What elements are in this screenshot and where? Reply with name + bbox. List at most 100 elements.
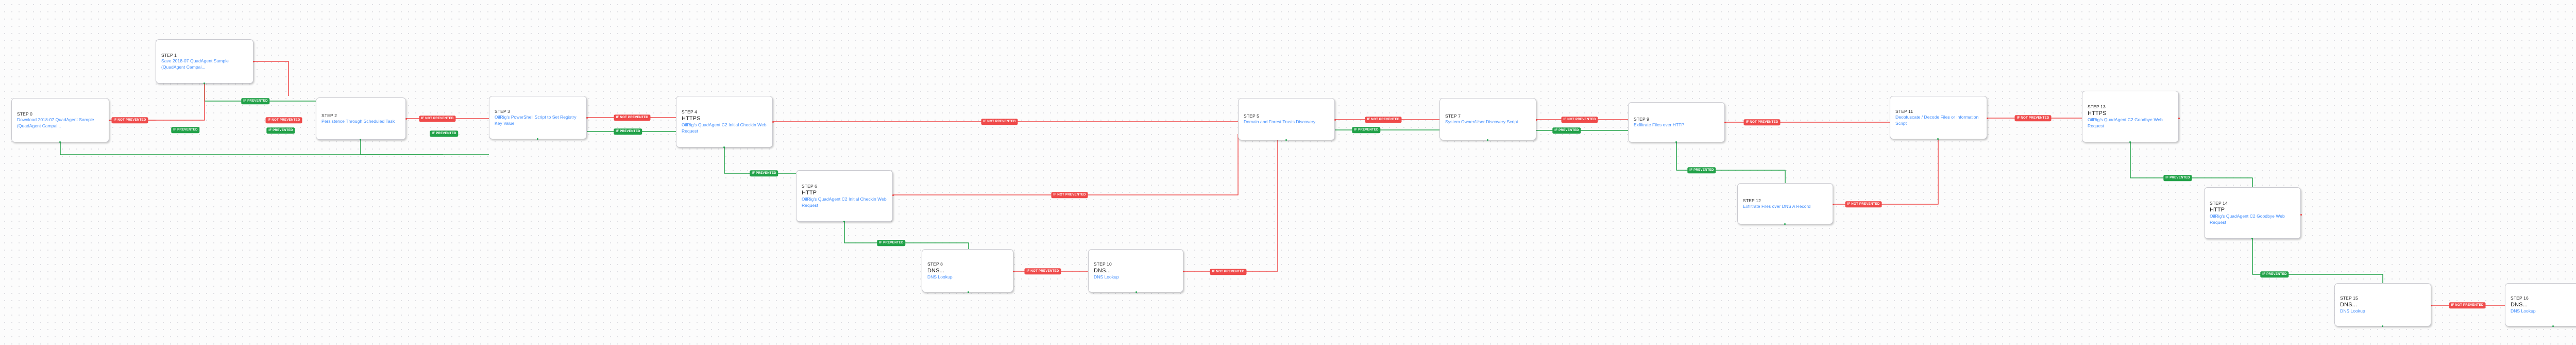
node-title-link[interactable]: OilRig's QuadAgent C2 Goodbye Web Reques…: [2210, 213, 2285, 225]
connector-dot-red[interactable]: [1987, 118, 1989, 120]
edge-label-not-prevented[interactable]: IF NOT PREVENTED: [1561, 117, 1598, 123]
node-title-link[interactable]: DNS Lookup: [2511, 308, 2536, 314]
edge-label-not-prevented[interactable]: IF NOT PREVENTED: [2449, 302, 2486, 308]
connector-dot-red[interactable]: [2431, 305, 2433, 307]
flow-edge[interactable]: [110, 84, 205, 121]
connector-dot-red[interactable]: [2300, 214, 2302, 216]
node-title-link[interactable]: OilRig's QuadAgent C2 Initial Checkin We…: [802, 196, 887, 208]
node-title-link[interactable]: Download 2018-07 QuadAgent Sample (QuadA…: [17, 117, 94, 128]
connector-dot-green[interactable]: [360, 139, 362, 141]
connector-dot-red[interactable]: [1013, 271, 1015, 273]
edge-label-not-prevented[interactable]: IF NOT PREVENTED: [1210, 269, 1247, 275]
connector-dot-green[interactable]: [1937, 138, 1939, 140]
flow-edge[interactable]: [1833, 139, 1939, 205]
connector-dot-green[interactable]: [1675, 141, 1677, 143]
node-title-link[interactable]: Deobfuscate / Decode Files or Informatio…: [1895, 114, 1979, 126]
connector-dot-green[interactable]: [2129, 141, 2131, 143]
connector-dot-red[interactable]: [586, 117, 588, 119]
node-title-link[interactable]: OilRig's PowerShell Script to Set Regist…: [495, 114, 577, 126]
connector-dot-green[interactable]: [204, 83, 206, 85]
connector-dot-green[interactable]: [2382, 325, 2384, 327]
edge-label-not-prevented[interactable]: IF NOT PREVENTED: [1024, 268, 1061, 274]
connector-dot-red[interactable]: [772, 121, 774, 123]
edge-label-prevented[interactable]: IF PREVENTED: [1552, 127, 1581, 134]
node-title-link[interactable]: OilRig's QuadAgent C2 Initial Checkin We…: [682, 122, 767, 134]
flow-edge[interactable]: [1676, 142, 1786, 183]
connector-dot-green[interactable]: [537, 138, 539, 140]
edge-label-prevented[interactable]: IF PREVENTED: [2260, 271, 2289, 277]
connector-dot-green[interactable]: [723, 146, 725, 149]
edge-label-prevented[interactable]: IF PREVENTED: [2163, 175, 2192, 181]
node-title-link[interactable]: Domain and Forest Trusts Discovery: [1244, 119, 1316, 124]
edge-label-not-prevented[interactable]: IF NOT PREVENTED: [265, 117, 302, 123]
node-title-link[interactable]: Exfiltrate Files over DNS A Record: [1743, 203, 1811, 209]
edge-label-not-prevented[interactable]: IF NOT PREVENTED: [2014, 115, 2052, 121]
edge-label-not-prevented[interactable]: IF NOT PREVENTED: [111, 117, 148, 123]
edge-label-not-prevented[interactable]: IF NOT PREVENTED: [1365, 117, 1402, 123]
edge-label-prevented[interactable]: IF PREVENTED: [614, 128, 642, 135]
edge-label-not-prevented[interactable]: IF NOT PREVENTED: [419, 116, 456, 122]
flow-edge[interactable]: [724, 147, 796, 174]
flow-edge[interactable]: [60, 142, 443, 155]
edge-label-prevented[interactable]: IF PREVENTED: [877, 240, 906, 246]
connector-dot-green[interactable]: [1136, 291, 1138, 293]
flow-edge[interactable]: [844, 222, 969, 249]
edge-label-not-prevented[interactable]: IF NOT PREVENTED: [1051, 192, 1088, 198]
node-title-link[interactable]: OilRig's QuadAgent C2 Goodbye Web Reques…: [2088, 117, 2163, 128]
connector-dot-green[interactable]: [1784, 223, 1786, 225]
connector-dot-green[interactable]: [843, 221, 845, 223]
node-title-link[interactable]: System Owner/User Discovery Script: [1445, 119, 1518, 124]
flow-edge[interactable]: [253, 61, 289, 96]
connector-dot-green[interactable]: [968, 291, 970, 293]
edge-label-prevented[interactable]: IF PREVENTED: [430, 130, 459, 137]
edge-label-prevented[interactable]: IF PREVENTED: [750, 170, 778, 176]
edge-label-prevented[interactable]: IF PREVENTED: [266, 127, 295, 134]
connector-dot-green[interactable]: [2552, 325, 2554, 327]
flow-edge[interactable]: [360, 140, 489, 155]
node-title-link[interactable]: Exfiltrate Files over HTTP: [1634, 122, 1685, 127]
edge-label-prevented[interactable]: IF PREVENTED: [1352, 127, 1381, 133]
connector-dot-red[interactable]: [1334, 119, 1336, 121]
edge-label-not-prevented[interactable]: IF NOT PREVENTED: [1845, 201, 1882, 207]
connector-dot-red[interactable]: [109, 120, 111, 122]
connector-dot-green[interactable]: [1285, 139, 1287, 141]
connector-dot-red[interactable]: [405, 118, 408, 120]
connector-dot-green[interactable]: [1487, 139, 1489, 141]
edge-label-prevented[interactable]: IF PREVENTED: [1687, 167, 1716, 173]
connector-dot-green[interactable]: [2251, 238, 2253, 240]
edge-label-prevented[interactable]: IF PREVENTED: [171, 127, 200, 133]
node-title-link[interactable]: DNS Lookup: [2340, 308, 2365, 314]
node-title-link[interactable]: DNS Lookup: [927, 274, 953, 280]
node-title-link[interactable]: DNS Lookup: [1094, 274, 1119, 280]
connector-dot-red[interactable]: [1183, 271, 1185, 273]
connector-dot-red[interactable]: [1536, 119, 1538, 121]
connector-dot-red[interactable]: [892, 194, 894, 196]
connector-dot-green[interactable]: [59, 141, 61, 143]
edge-label-not-prevented[interactable]: IF NOT PREVENTED: [981, 119, 1018, 125]
node-title-link[interactable]: Save 2018-07 QuadAgent Sample (QuadAgent…: [161, 58, 229, 70]
edge-label-not-prevented[interactable]: IF NOT PREVENTED: [614, 114, 651, 121]
flow-edge[interactable]: [1183, 140, 1278, 272]
flow-edge[interactable]: [893, 134, 1239, 195]
connector-dot-red[interactable]: [253, 61, 255, 63]
edge-label-not-prevented[interactable]: IF NOT PREVENTED: [1743, 119, 1781, 125]
connector-dot-red[interactable]: [1833, 204, 1835, 206]
